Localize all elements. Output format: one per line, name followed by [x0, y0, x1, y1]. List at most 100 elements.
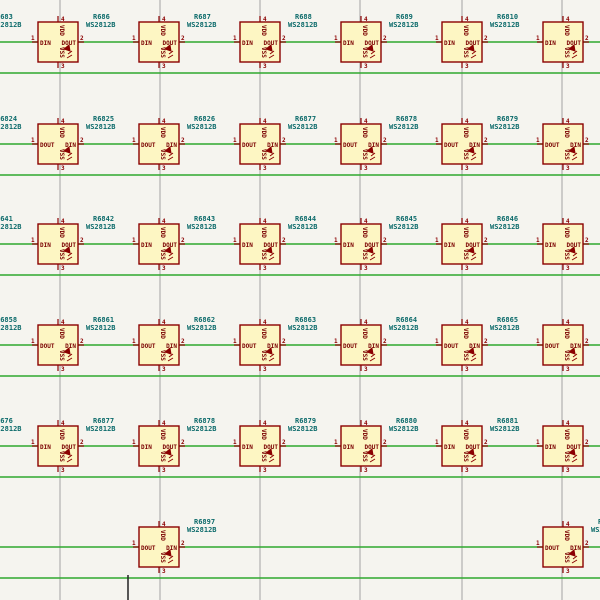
- pin-number: 4: [364, 319, 368, 326]
- pin-number: 3: [162, 467, 166, 474]
- pin-number: 3: [465, 63, 469, 70]
- component-value: WS2812B: [288, 21, 318, 29]
- component-value: WS2812B: [288, 123, 318, 131]
- led-mark: [163, 448, 174, 463]
- pin-number: 4: [162, 521, 166, 528]
- ref-designator: R6844: [295, 215, 316, 223]
- led-mark: [466, 246, 477, 261]
- pin-number: 1: [536, 35, 540, 42]
- led-mark: [365, 347, 376, 362]
- ref-designator-partial: R6824: [0, 115, 17, 123]
- led-mark: [264, 246, 275, 261]
- pin-number: 4: [263, 118, 267, 125]
- pin-name-right: DOUT: [466, 40, 481, 47]
- pin-number: 2: [282, 35, 286, 42]
- led-mark: [567, 448, 578, 463]
- pin-number: 4: [61, 16, 65, 23]
- led-body: [239, 324, 281, 366]
- pin-name-vdd: VDD: [58, 227, 65, 238]
- pin-name-left: DOUT: [141, 343, 156, 350]
- ref-designator: R6842: [93, 215, 114, 223]
- pin-number: 1: [233, 237, 237, 244]
- ref-designator: R6863: [295, 316, 316, 324]
- pin-name-left: DOUT: [343, 343, 358, 350]
- component-value-partial: WS2812B: [0, 223, 22, 231]
- pin-number: 3: [566, 265, 570, 272]
- pin-name-vss: VSS: [260, 249, 267, 260]
- pin-name-vss: VSS: [462, 451, 469, 462]
- led-mark: [365, 44, 376, 59]
- pin-name-vdd: VDD: [462, 429, 469, 440]
- pin-name-vss: VSS: [462, 47, 469, 58]
- pin-name-vss: VSS: [58, 350, 65, 361]
- pin-number: 3: [162, 165, 166, 172]
- pin-name-vdd: VDD: [260, 25, 267, 36]
- pin-name-vdd: VDD: [159, 127, 166, 138]
- ref-designator-partial: R6858: [0, 316, 17, 324]
- pin-name-vdd: VDD: [260, 227, 267, 238]
- pin-number: 3: [364, 467, 368, 474]
- pin-number: 4: [465, 319, 469, 326]
- pin-number: 4: [566, 319, 570, 326]
- pin-name-left: DIN: [444, 242, 455, 249]
- pin-name-right: DOUT: [365, 444, 380, 451]
- pin-name-vss: VSS: [159, 47, 166, 58]
- pin-name-vss: VSS: [361, 249, 368, 260]
- pin-name-vss: VSS: [159, 350, 166, 361]
- ref-designator: R6878: [396, 115, 417, 123]
- pin-number: 2: [80, 338, 84, 345]
- component-value: WS2812B: [490, 425, 520, 433]
- pin-number: 1: [233, 338, 237, 345]
- led-mark: [567, 246, 578, 261]
- pin-number: 3: [566, 366, 570, 373]
- pin-name-left: DIN: [343, 242, 354, 249]
- pin-number: 1: [536, 237, 540, 244]
- pin-name-right: DIN: [368, 343, 379, 350]
- pin-number: 4: [263, 420, 267, 427]
- ref-designator: R689: [396, 13, 413, 21]
- pin-name-vdd: VDD: [361, 429, 368, 440]
- pin-name-left: DOUT: [545, 343, 560, 350]
- pin-name-vdd: VDD: [159, 530, 166, 541]
- component-value-partial: WS2812B: [0, 123, 22, 131]
- pin-name-vdd: VDD: [563, 25, 570, 36]
- component-value: WS2812B: [389, 21, 419, 29]
- pin-name-vdd: VDD: [58, 127, 65, 138]
- pin-number: 2: [80, 439, 84, 446]
- pin-name-left: DOUT: [40, 343, 55, 350]
- pin-number: 1: [31, 237, 35, 244]
- pin-number: 4: [364, 420, 368, 427]
- pin-number: 3: [566, 568, 570, 575]
- pin-name-vss: VSS: [58, 249, 65, 260]
- pin-name-left: DOUT: [444, 142, 459, 149]
- component-value: WS2812B: [86, 425, 116, 433]
- component-value: WS2812B: [389, 425, 419, 433]
- pin-name-left: DIN: [545, 40, 556, 47]
- pin-number: 1: [435, 439, 439, 446]
- ref-designator: R6862: [194, 316, 215, 324]
- pin-name-right: DOUT: [264, 444, 279, 451]
- pin-name-left: DIN: [545, 444, 556, 451]
- pin-number: 2: [484, 35, 488, 42]
- pin-name-right: DOUT: [466, 242, 481, 249]
- led-mark: [163, 246, 174, 261]
- led-mark: [62, 448, 73, 463]
- pin-number: 2: [181, 338, 185, 345]
- pin-name-right: DOUT: [163, 242, 178, 249]
- pin-name-left: DOUT: [141, 142, 156, 149]
- pin-name-left: DOUT: [242, 142, 257, 149]
- pin-number: 3: [263, 467, 267, 474]
- pin-number: 4: [61, 420, 65, 427]
- pin-number: 1: [536, 439, 540, 446]
- led-mark: [567, 549, 578, 564]
- pin-name-left: DIN: [444, 444, 455, 451]
- pin-number: 4: [566, 16, 570, 23]
- ref-designator: R687: [194, 13, 211, 21]
